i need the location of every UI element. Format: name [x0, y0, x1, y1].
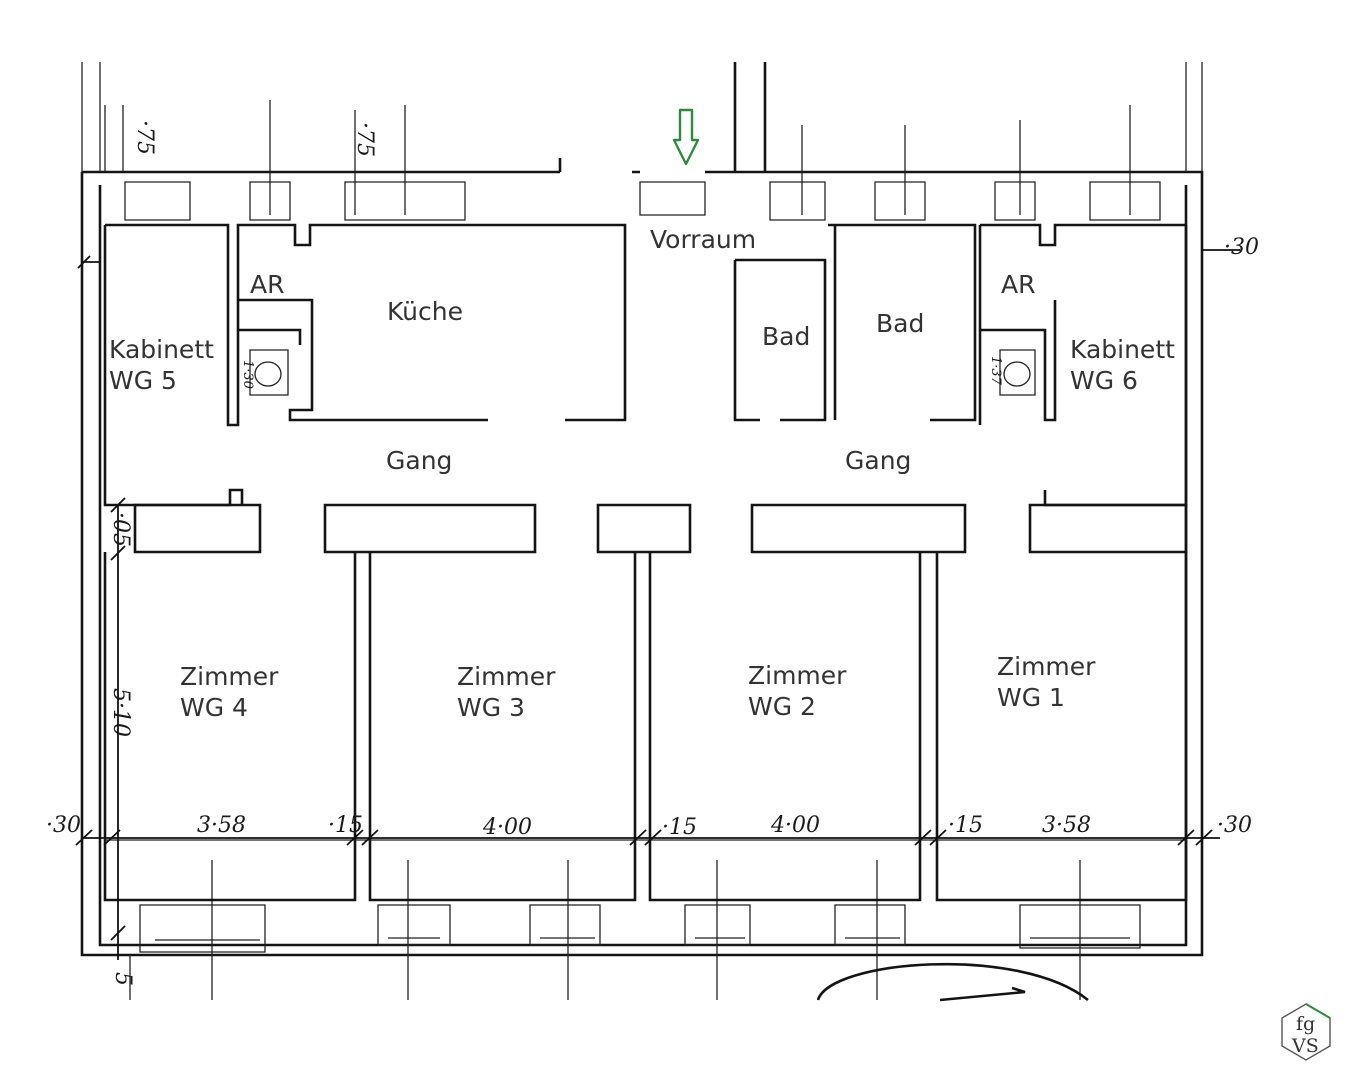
room-label-kueche: Küche [387, 297, 463, 326]
room-label-kabinett-wg6-line1: Kabinett [1070, 335, 1175, 364]
dim-width-wg4: 3·58 [197, 813, 246, 838]
dim-wall-gang: ·05 [108, 512, 133, 547]
room-label-zimmer-wg3-line1: Zimmer [457, 662, 556, 691]
room-label-gang-left: Gang [386, 446, 452, 475]
room-label-gang-right: Gang [845, 446, 911, 475]
room-label-zimmer-wg1-line1: Zimmer [997, 652, 1096, 681]
logo-top-text: fg [1296, 1013, 1315, 1035]
entrance-arrow-icon [672, 108, 700, 166]
dim-width-wg1: 3·58 [1042, 813, 1091, 838]
dim-width-wg2: 4·00 [770, 813, 820, 838]
exterior-walls [80, 62, 1204, 1000]
room-label-zimmer-wg4-line2: WG 4 [180, 693, 248, 722]
room-label-bad-2: Bad [876, 309, 924, 338]
room-label-zimmer-wg2-line1: Zimmer [748, 661, 847, 690]
dim-room-depth: 5·10 [108, 688, 133, 737]
dim-partition-2: ·15 [662, 815, 697, 840]
room-label-zimmer-wg4-line1: Zimmer [180, 662, 279, 691]
dim-wc-right: 1·37 [988, 356, 1003, 386]
room-labels: Vorraum AR Küche Bad Bad AR Kabinett WG … [109, 225, 1175, 722]
dim-right-outer: ·30 [1217, 813, 1252, 838]
dim-right-top: ·30 [1224, 235, 1259, 260]
dim-partition-1: ·15 [328, 813, 363, 838]
dim-wc-left: 1·30 [240, 360, 255, 389]
room-label-kabinett-wg5-line2: WG 5 [109, 366, 177, 395]
room-label-bad-1: Bad [762, 322, 810, 351]
dim-top-mid: ·75 [352, 122, 377, 157]
room-label-kabinett-wg5-line1: Kabinett [109, 335, 214, 364]
dim-top-left: ·75 [132, 120, 157, 155]
room-label-zimmer-wg1-line2: WG 1 [997, 683, 1065, 712]
dimension-lines [75, 249, 1240, 960]
room-label-zimmer-wg3-line2: WG 3 [457, 693, 525, 722]
dim-bottom-left: 5 [110, 972, 135, 986]
room-label-vorraum: Vorraum [650, 225, 756, 254]
room-label-ar-left: AR [250, 270, 284, 299]
dimension-labels: ·30 3·58 ·15 4·00 ·15 4·00 ·15 3·58 ·30 … [46, 120, 1259, 986]
logo-bottom-text: VS [1291, 1035, 1319, 1057]
interior-walls [103, 223, 1188, 1002]
room-label-ar-right: AR [1001, 270, 1035, 299]
company-logo: fg VS [1281, 1003, 1331, 1061]
dim-width-wg3: 4·00 [482, 815, 532, 840]
dim-partition-3: ·15 [948, 813, 983, 838]
dim-left-outer: ·30 [46, 813, 81, 838]
room-label-kabinett-wg6-line2: WG 6 [1070, 366, 1138, 395]
room-label-zimmer-wg2-line2: WG 2 [748, 692, 816, 721]
